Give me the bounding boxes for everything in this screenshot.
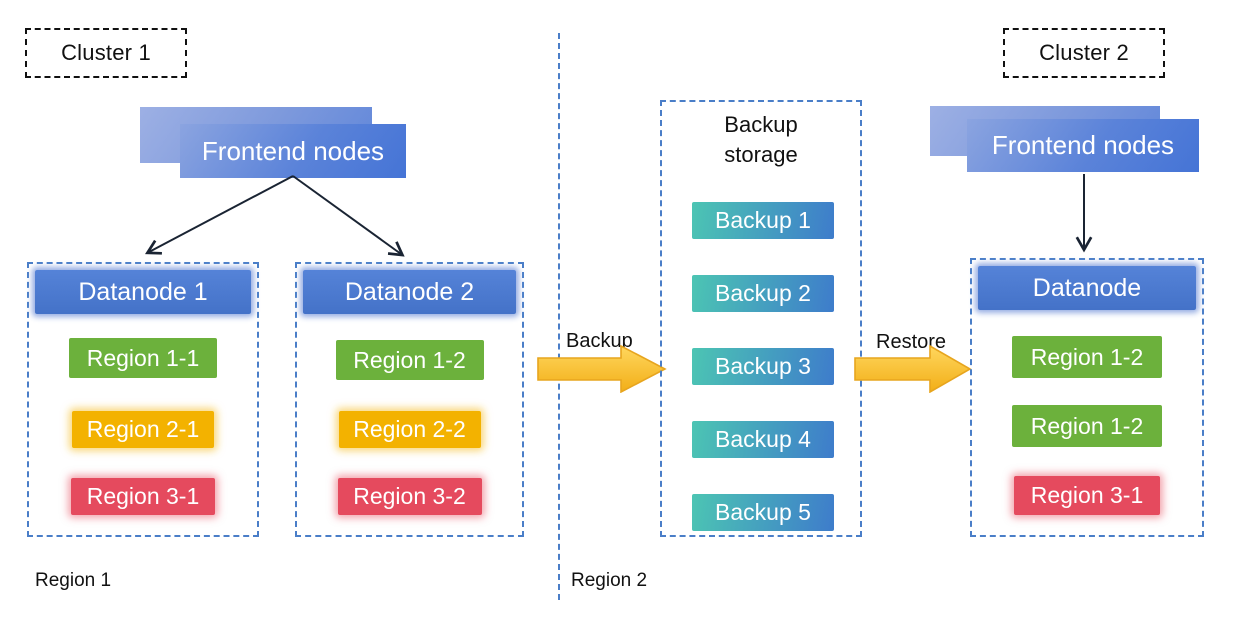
frontend-to-datanode1-arrow	[145, 175, 294, 255]
cluster1-label: Cluster 1	[61, 40, 151, 65]
region-label: Region 1-2	[1030, 412, 1144, 439]
cluster2-datanode-header: Datanode	[978, 266, 1196, 310]
region-label: Region 2-2	[353, 416, 466, 442]
region-box: Region 2-1	[72, 411, 214, 448]
cluster2-datanode-container: Datanode Region 1-2 Region 1-2 Region 3-…	[970, 258, 1204, 537]
cluster2-frontend-nodes-box: Frontend nodes	[967, 119, 1199, 172]
region-label: Region 1-2	[353, 346, 466, 373]
cluster2-frontend-label: Frontend nodes	[991, 130, 1175, 160]
datanode2-container: Datanode 2 Region 1-2 Region 2-2 Region …	[295, 262, 524, 537]
region-box: Region 1-2	[335, 340, 484, 380]
backup-item-label: Backup 2	[715, 280, 811, 306]
region-box: Region 1-2	[1012, 405, 1162, 447]
datanode2-header: Datanode 2	[303, 270, 516, 314]
region-label: Region 3-2	[353, 483, 466, 509]
backup-item: Backup 2	[692, 275, 834, 312]
region-box: Region 1-1	[69, 338, 217, 378]
backup-flow-arrow-icon	[537, 345, 667, 393]
region-label: Region 3-1	[86, 483, 200, 509]
backup-item-label: Backup 5	[715, 499, 811, 525]
region-box: Region 1-2	[1012, 336, 1162, 378]
region-box: Region 2-2	[338, 411, 481, 448]
cluster2-label-box: Cluster 2	[1003, 28, 1165, 78]
backup-flow-label: Backup	[566, 330, 633, 352]
region-label: Region 1-1	[86, 344, 200, 371]
region-label: Region 1-2	[1030, 343, 1144, 370]
backup-item-label: Backup 4	[715, 426, 811, 452]
region-box: Region 3-1	[1014, 476, 1160, 515]
cluster2-label: Cluster 2	[1039, 40, 1129, 65]
region-box: Region 3-1	[71, 478, 215, 515]
region2-zone-label: Region 2	[571, 570, 648, 591]
cluster1-label-box: Cluster 1	[25, 28, 187, 78]
backup-item: Backup 1	[692, 202, 834, 239]
datanode1-header: Datanode 1	[35, 270, 251, 314]
backup-storage-title: Backup storage	[724, 112, 798, 167]
region1-zone-label: Region 1	[35, 570, 112, 591]
backup-item-label: Backup 1	[715, 207, 811, 233]
backup-item: Backup 5	[692, 494, 834, 531]
region-zone-divider-line	[558, 33, 560, 600]
cluster2-datanode-title: Datanode	[1032, 273, 1142, 302]
frontend-to-datanode2-arrow	[292, 175, 405, 257]
restore-flow-label: Restore	[876, 331, 947, 353]
region-box: Region 3-2	[337, 478, 482, 515]
datanode2-title: Datanode 2	[344, 277, 475, 306]
region-label: Region 2-1	[86, 416, 200, 442]
backup-storage-container: Backup storage Backup 1 Backup 2 Backup …	[660, 100, 862, 537]
backup-item: Backup 3	[692, 348, 834, 385]
region-label: Region 3-1	[1030, 482, 1144, 508]
cluster1-frontend-nodes-box: Frontend nodes	[180, 124, 406, 178]
backup-item-label: Backup 3	[715, 353, 811, 379]
datanode1-container: Datanode 1 Region 1-1 Region 2-1 Region …	[27, 262, 259, 537]
cluster1-frontend-label: Frontend nodes	[201, 135, 385, 166]
datanode1-title: Datanode 1	[78, 277, 208, 306]
restore-flow-arrow-icon	[854, 345, 972, 393]
backup-item: Backup 4	[692, 421, 834, 458]
